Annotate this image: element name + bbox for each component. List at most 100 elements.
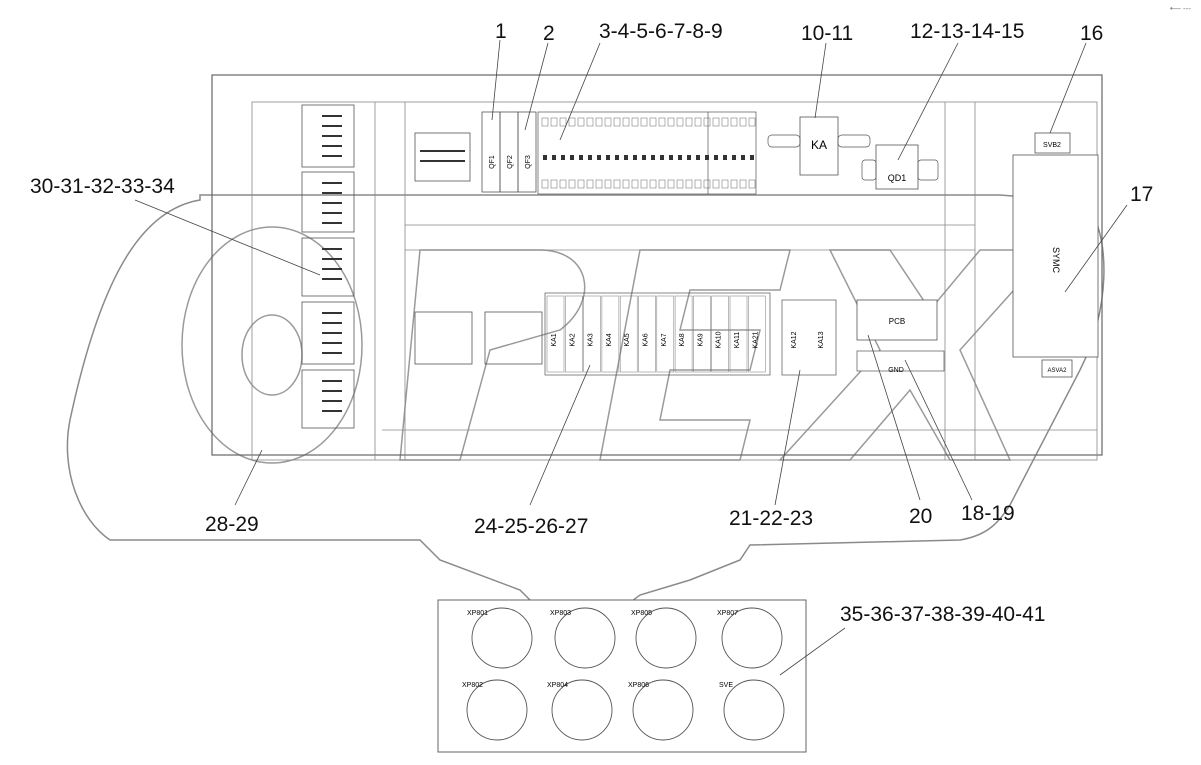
opex-watermark-E xyxy=(599,249,791,461)
opex-watermark-O-inner xyxy=(241,314,303,396)
strip-terminal xyxy=(676,117,684,127)
opex-watermark-outline xyxy=(66,194,1105,626)
strip-terminal-bottom xyxy=(676,179,684,189)
strip-marker xyxy=(732,155,736,160)
relay-label: KA11 xyxy=(734,332,741,349)
callout-30-34: 30-31-32-33-34 xyxy=(30,175,175,198)
qf2-label: QF2 xyxy=(507,155,514,169)
strip-terminal xyxy=(622,117,630,127)
symc-label: SYMC xyxy=(1051,247,1061,274)
relay-label: KA3 xyxy=(588,333,595,346)
connector-xp806 xyxy=(632,679,694,741)
strip-marker xyxy=(669,155,673,160)
strip-terminal xyxy=(739,117,747,127)
strip-terminal xyxy=(703,117,711,127)
callout-28-29: 28-29 xyxy=(205,513,259,536)
relay-label: KA8 xyxy=(679,333,686,346)
strip-marker xyxy=(624,155,628,160)
breaker-group xyxy=(481,111,537,193)
strip-terminal-bottom xyxy=(604,179,612,189)
qf3-label: QF3 xyxy=(525,155,532,169)
connector-label: XP805 xyxy=(631,610,652,617)
strip-terminal xyxy=(604,117,612,127)
connector-xp801 xyxy=(471,607,533,669)
relay-ka11 xyxy=(729,295,748,373)
strip-terminal-bottom xyxy=(559,179,567,189)
strip-terminal xyxy=(577,117,585,127)
relay-block-b xyxy=(781,299,837,376)
top-terminal-strip-ticks xyxy=(541,117,756,189)
connector-label: XP807 xyxy=(717,610,738,617)
relay-label: KA7 xyxy=(661,333,668,346)
relay-ka8 xyxy=(674,295,693,373)
relay-label: KA4 xyxy=(606,333,613,346)
ka-contactor xyxy=(799,116,839,176)
strip-terminal xyxy=(748,117,756,127)
strip-terminal-bottom xyxy=(667,179,675,189)
svb2-label: SVB2 xyxy=(1043,142,1061,149)
pcb-label: PCB xyxy=(889,317,905,326)
qd1-ear-left xyxy=(861,159,877,181)
callout-2: 2 xyxy=(543,22,555,45)
connector-xp805 xyxy=(635,607,697,669)
callout-10-11: 10-11 xyxy=(801,22,854,45)
gnd-label: GND xyxy=(888,367,904,374)
callout-18-19: 18-19 xyxy=(961,502,1015,525)
callout-21-23: 21-22-23 xyxy=(729,507,814,530)
relay-label: KA1 xyxy=(551,333,558,346)
strip-marker xyxy=(597,155,601,160)
relay-ka2 xyxy=(565,295,583,373)
callout-3-9: 3-4-5-6-7-8-9 xyxy=(599,20,723,43)
strip-terminal xyxy=(559,117,567,127)
strip-marker xyxy=(687,155,691,160)
strip-terminal xyxy=(649,117,657,127)
strip-terminal-bottom xyxy=(541,179,549,189)
strip-terminal-bottom xyxy=(739,179,747,189)
relay-ka9 xyxy=(693,295,711,373)
strip-terminal xyxy=(694,117,702,127)
relay-ka10 xyxy=(711,295,729,373)
connector-panel xyxy=(437,599,807,753)
relay-label: KA13 xyxy=(818,331,825,348)
callout-20: 20 xyxy=(909,505,933,528)
strip-marker xyxy=(642,155,646,160)
strip-terminal-bottom xyxy=(586,179,594,189)
connector-sve xyxy=(723,679,785,741)
connector-label: XP803 xyxy=(550,610,571,617)
strip-terminal xyxy=(595,117,603,127)
strip-terminal xyxy=(550,117,558,127)
strip-terminal-bottom xyxy=(613,179,621,189)
callout-16: 16 xyxy=(1080,22,1104,45)
relay-label: KA5 xyxy=(624,333,631,346)
connector-xp807 xyxy=(721,607,783,669)
strip-marker xyxy=(723,155,727,160)
strip-terminal-bottom xyxy=(622,179,630,189)
strip-terminal-bottom xyxy=(694,179,702,189)
strip-terminal xyxy=(667,117,675,127)
strip-terminal-bottom xyxy=(595,179,603,189)
connector-label: XP804 xyxy=(547,682,568,689)
asva2-label: ASVA2 xyxy=(1048,368,1068,374)
relay-ka1 xyxy=(546,295,565,373)
strip-terminal-bottom xyxy=(568,179,576,189)
connector-label: XP806 xyxy=(628,682,649,689)
strip-marker xyxy=(651,155,655,160)
strip-marker xyxy=(660,155,664,160)
strip-terminal xyxy=(730,117,738,127)
leader-lines xyxy=(134,39,1128,676)
strip-marker xyxy=(714,155,718,160)
strip-terminal-bottom xyxy=(550,179,558,189)
ka-bracket-right xyxy=(837,134,871,148)
corner-mark: •— --- xyxy=(1170,4,1192,13)
gnd-bar xyxy=(856,350,945,372)
strip-marker xyxy=(552,155,556,160)
asva2-block xyxy=(1041,359,1073,378)
connector-label: XP802 xyxy=(462,682,483,689)
connector-xp803 xyxy=(554,607,616,669)
connector-xp802 xyxy=(466,679,528,741)
bottom-terminal-block-a xyxy=(414,311,473,365)
strip-terminal-bottom xyxy=(721,179,729,189)
pcb-board xyxy=(856,299,938,341)
